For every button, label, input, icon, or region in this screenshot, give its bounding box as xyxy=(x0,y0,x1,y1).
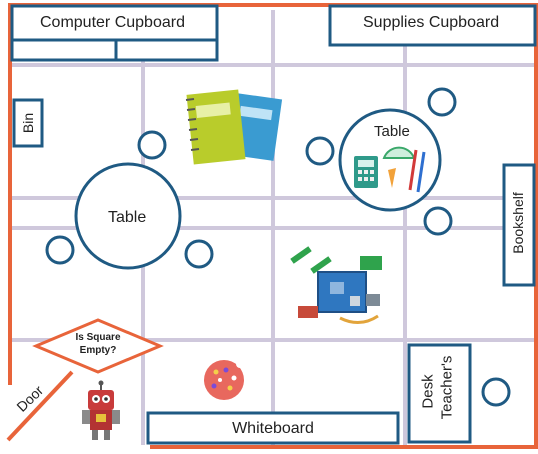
circuit-board-icon xyxy=(290,246,382,324)
table-left-label: Table xyxy=(108,209,147,226)
stationery-icon xyxy=(354,146,426,193)
bin xyxy=(12,98,44,148)
computer-cupboard xyxy=(10,4,219,62)
decision-label-line1: Is Square xyxy=(75,332,121,343)
notebooks-icon xyxy=(185,89,283,165)
whiteboard xyxy=(146,411,400,445)
teachers-desk-label-line2: Desk xyxy=(419,374,437,409)
table-right-label: Table xyxy=(374,123,410,140)
bin-label: Bin xyxy=(20,112,36,134)
table-left xyxy=(74,162,182,270)
teachers-desk-label-line1: Teacher's xyxy=(438,355,456,420)
robot-icon xyxy=(82,380,120,440)
bookshelf-label: Bookshelf xyxy=(510,192,526,254)
door-wall xyxy=(6,370,74,442)
decision-diamond xyxy=(32,318,164,374)
decision-label-line2: Empty? xyxy=(79,345,117,356)
cookie-icon xyxy=(204,360,244,400)
teachers-desk xyxy=(407,343,472,444)
bookshelf xyxy=(502,163,536,287)
supplies-cupboard-label: Supplies Cupboard xyxy=(363,14,500,31)
supplies-cupboard xyxy=(328,4,537,47)
computer-cupboard-label: Computer Cupboard xyxy=(40,14,185,31)
whiteboard-label: Whiteboard xyxy=(232,420,314,437)
chairs xyxy=(45,87,511,407)
